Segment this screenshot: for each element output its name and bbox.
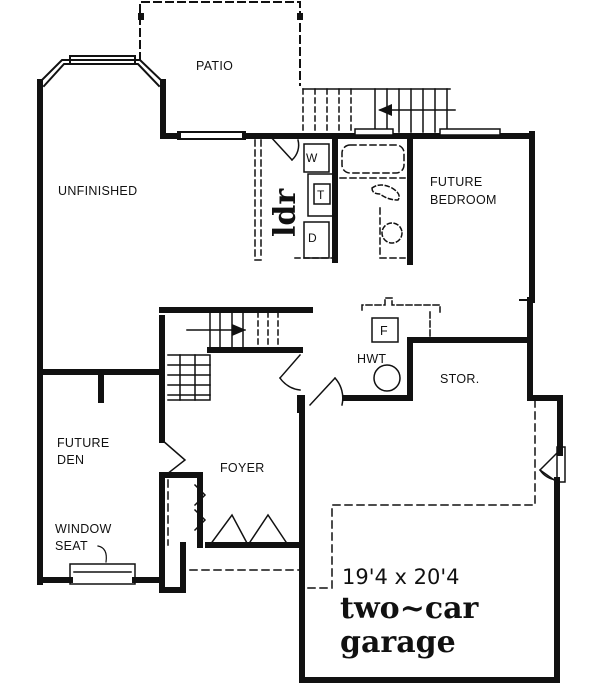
label-hwt: HWT [357, 352, 387, 366]
exterior-walls [37, 79, 563, 683]
garage-dimensions: 19'4 x 20'4 [342, 565, 460, 589]
washer-label: W [306, 151, 318, 165]
label-window-seat-2: SEAT [55, 539, 88, 553]
bath-fixtures [339, 144, 406, 259]
label-foyer: FOYER [220, 461, 265, 475]
label-future-bedroom-2: BEDROOM [430, 193, 497, 207]
doors [160, 353, 566, 547]
garage-title-1: two~car [340, 591, 479, 626]
label-future-den-1: FUTURE [57, 436, 110, 450]
garage-title-2: garage [340, 625, 456, 660]
stairs-interior [167, 311, 279, 401]
patio-outline [139, 1, 301, 86]
garage-dashed [167, 399, 536, 589]
mechanical [361, 297, 441, 392]
furnace-label: F [380, 324, 388, 338]
tub-label: T [317, 188, 325, 202]
interior-walls [37, 133, 533, 593]
label-storage: STOR. [440, 372, 480, 386]
label-unfinished: UNFINISHED [58, 184, 138, 198]
dryer-label: D [308, 231, 317, 245]
stairs-exterior [302, 88, 456, 133]
laundry-fixtures [254, 139, 336, 261]
label-patio: PATIO [196, 59, 234, 73]
label-laundry: ldr [268, 188, 303, 237]
label-future-bedroom-1: FUTURE [430, 175, 483, 189]
label-future-den-2: DEN [57, 453, 85, 467]
label-window-seat-1: WINDOW [55, 522, 112, 536]
